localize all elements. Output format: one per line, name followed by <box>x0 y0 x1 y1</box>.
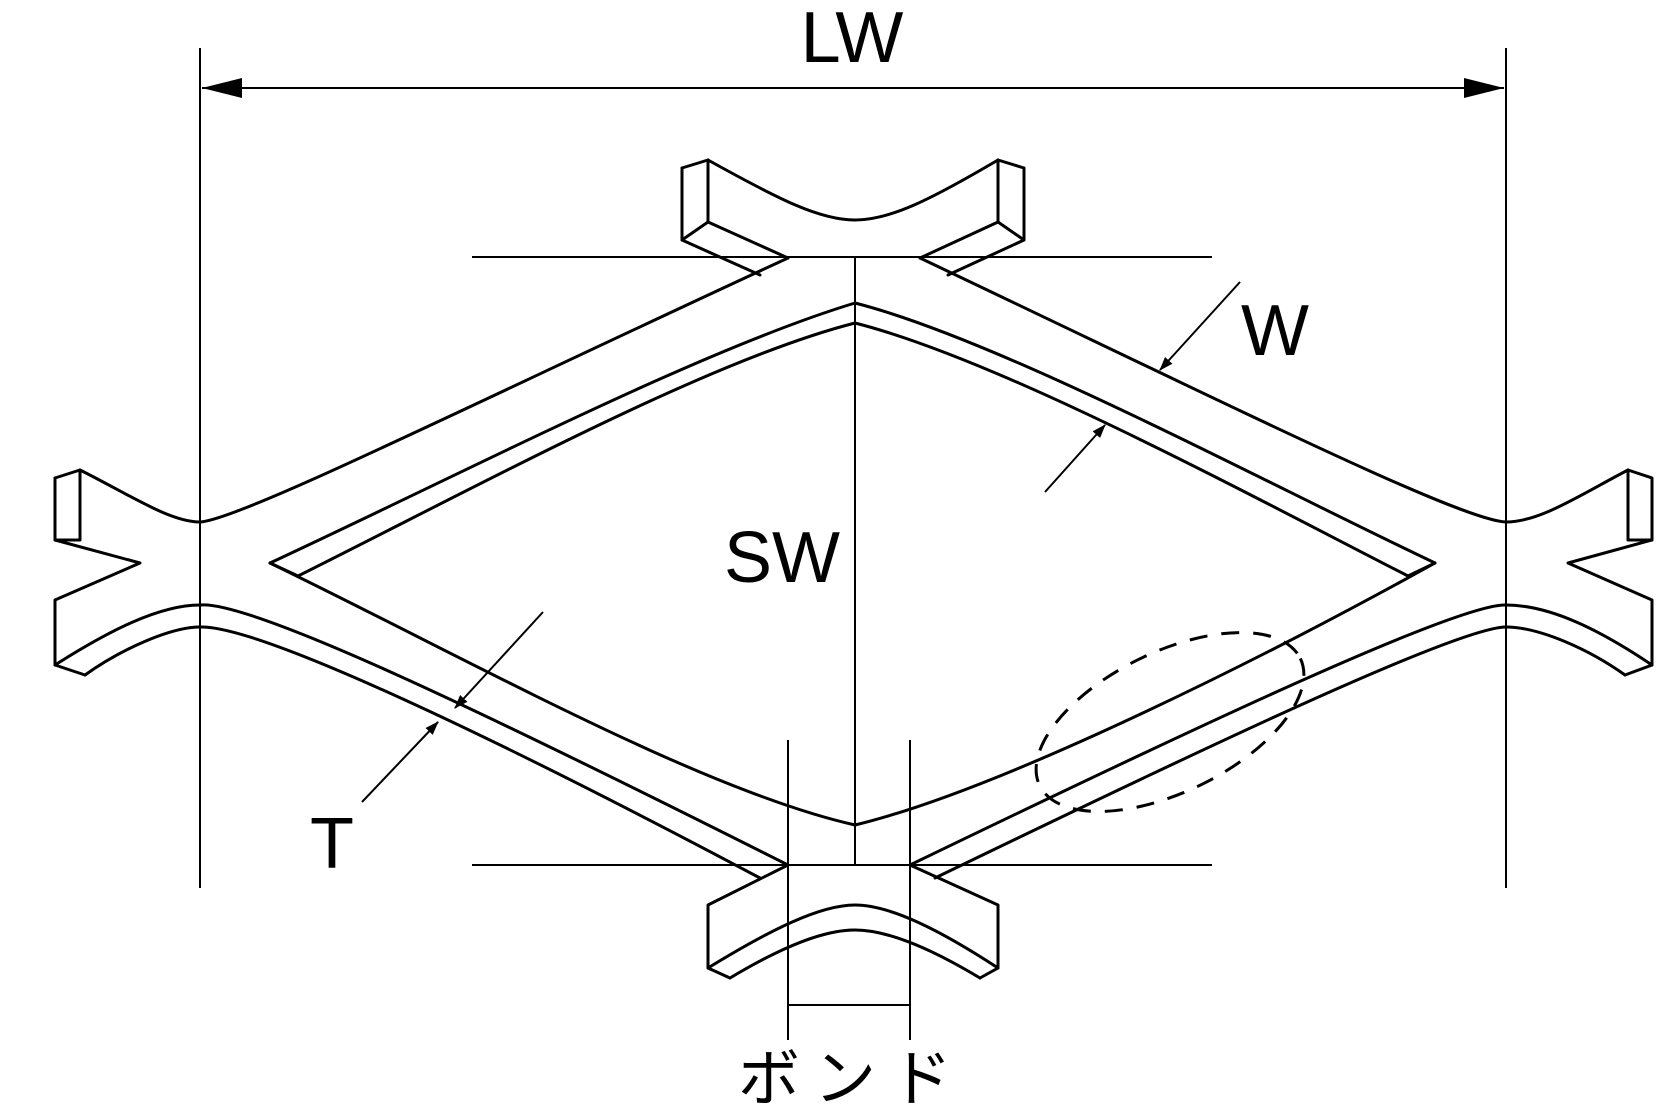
sw-label: SW <box>724 518 840 598</box>
lw-label: LW <box>801 0 904 78</box>
w-label: W <box>1241 291 1309 371</box>
t-label: T <box>310 804 354 884</box>
top-node <box>680 158 1026 277</box>
dimension-arrows <box>361 281 1241 803</box>
right-node <box>1504 468 1654 677</box>
left-node <box>53 468 202 677</box>
mesh-strands <box>198 256 1508 880</box>
detail-highlight-ellipse <box>1034 631 1306 813</box>
bottom-node <box>706 863 1000 980</box>
sw-reference-lines <box>472 256 1212 866</box>
bond-label: ボンド <box>738 1042 966 1115</box>
lw-dimension <box>199 48 1507 888</box>
bond-dimension <box>787 740 911 1040</box>
